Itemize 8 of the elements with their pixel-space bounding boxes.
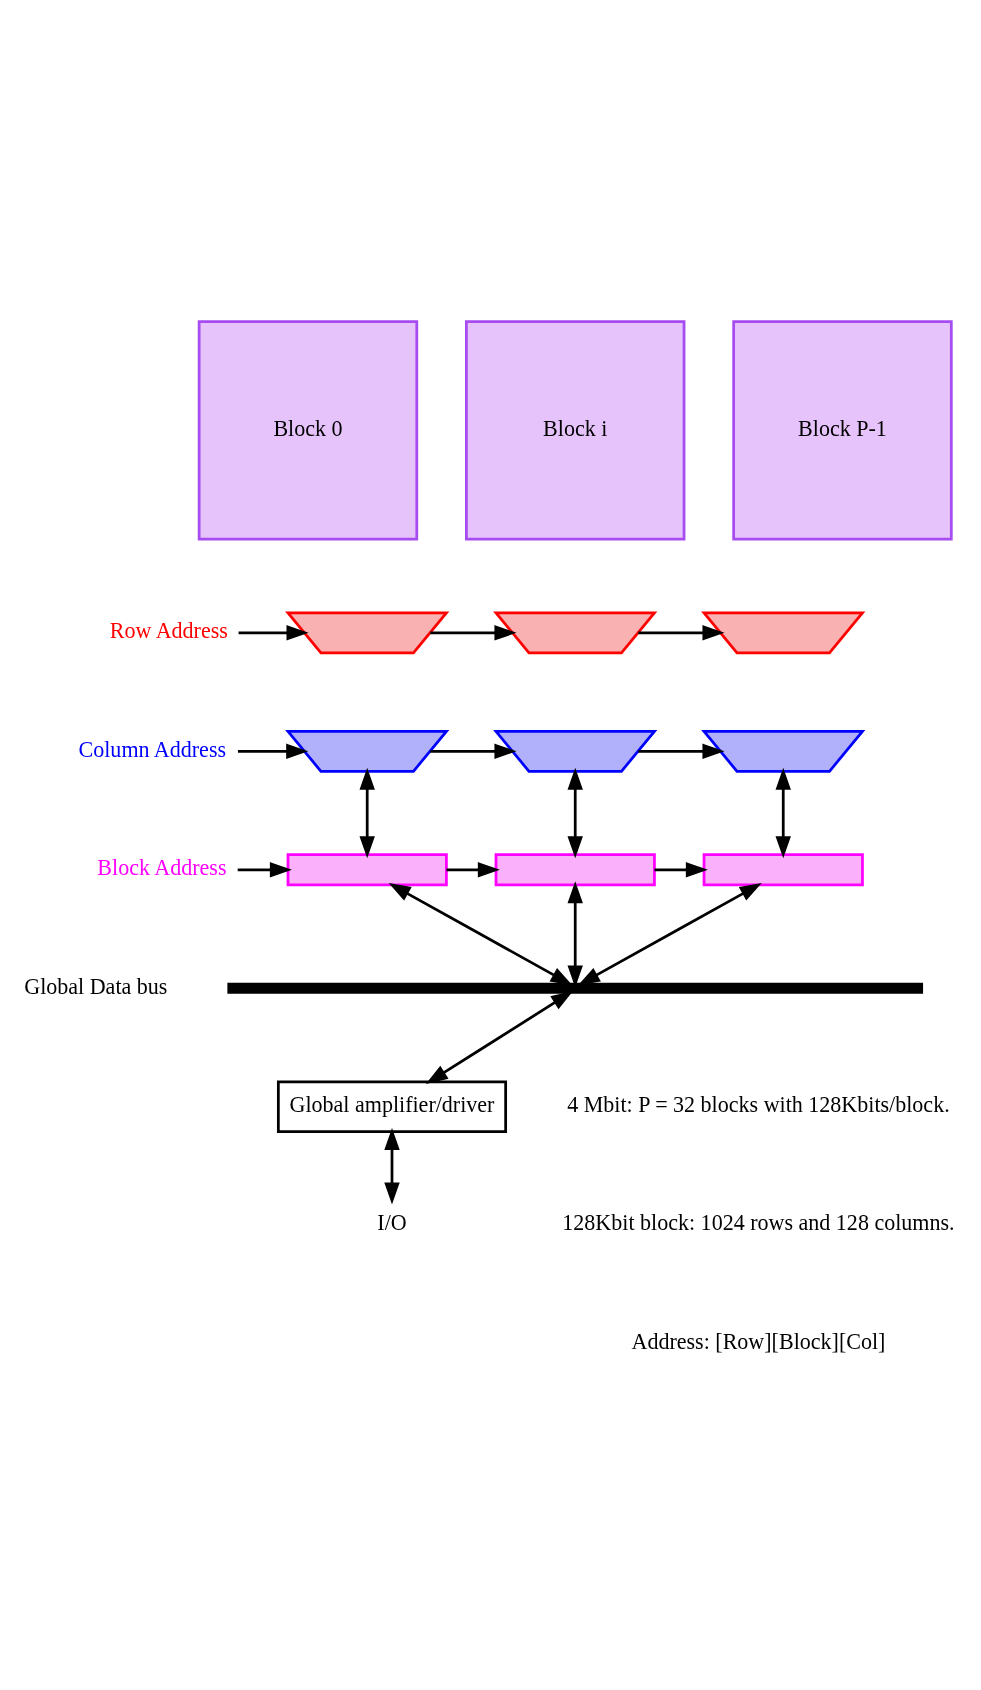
label: Address: [Row][Block][Col]	[631, 1328, 886, 1354]
node-label: Global Data bus	[24, 973, 168, 999]
node-text: Column Address	[78, 736, 227, 762]
node-text: Block Address	[97, 855, 227, 881]
label: 128Kbit block: 1024 rows and 128 columns.	[562, 1210, 955, 1236]
label: 4 Mbit: P = 32 blocks with 128Kbits/block.	[567, 1091, 950, 1117]
node-text: Row Address	[109, 618, 228, 644]
node-text: I/O	[377, 1210, 407, 1236]
